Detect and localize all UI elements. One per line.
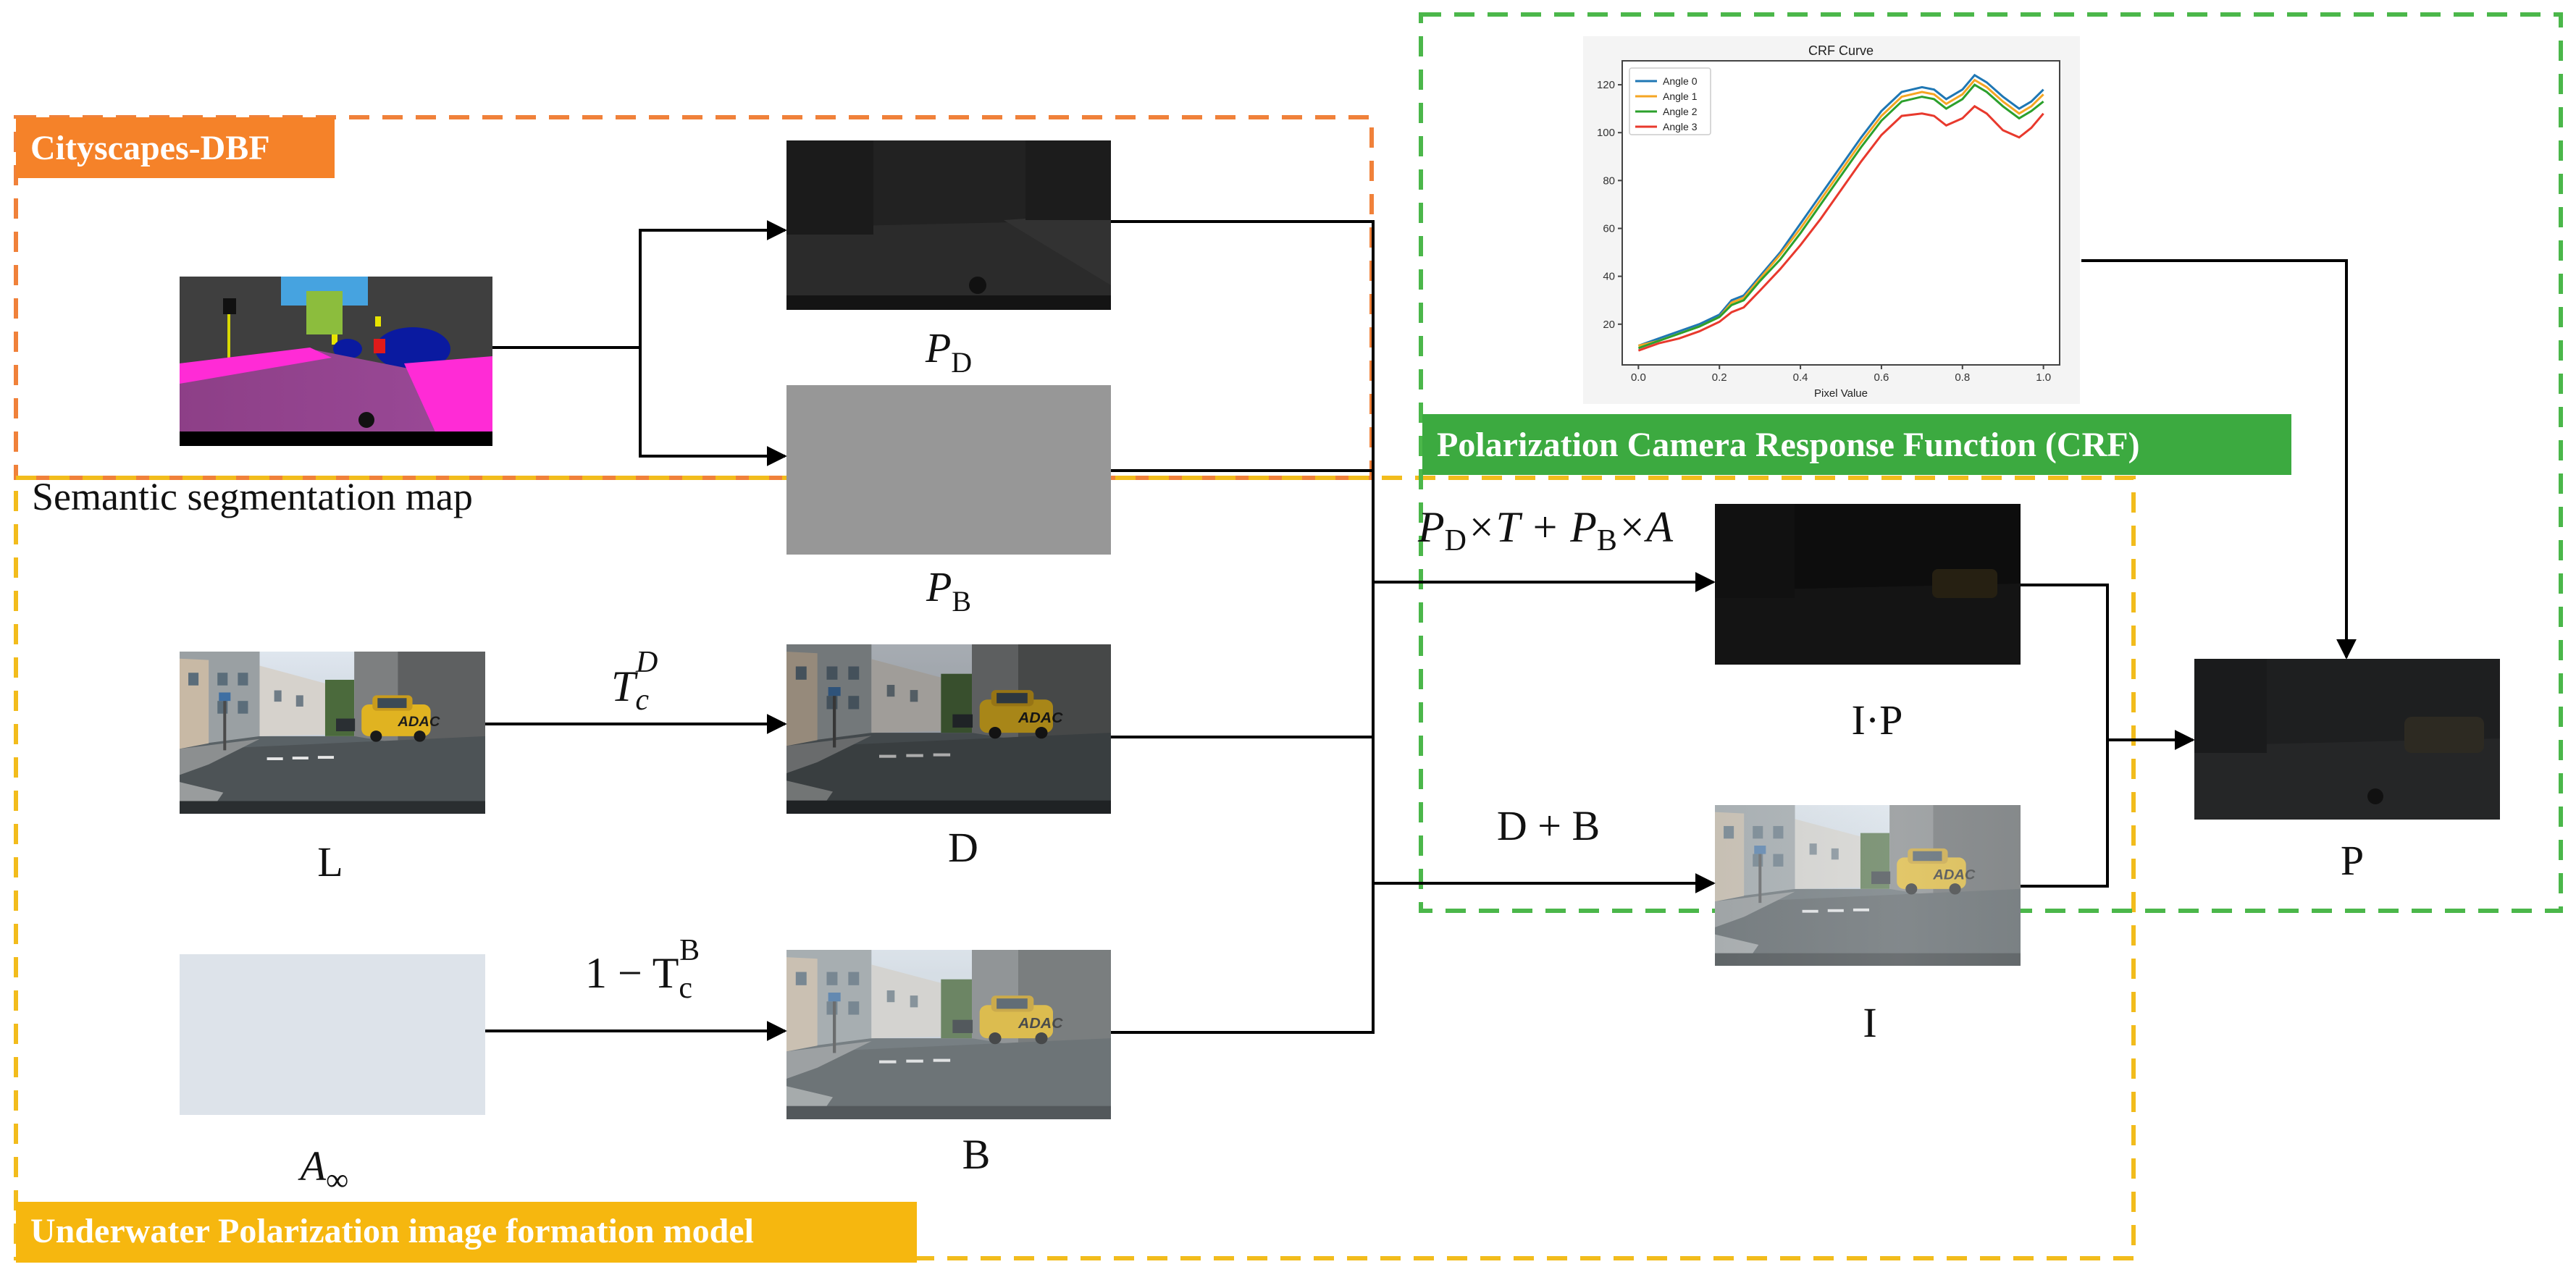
i-image — [1715, 805, 2021, 966]
crf-xtick-label: 0.4 — [1793, 371, 1808, 384]
formula-p1: P — [1417, 503, 1445, 551]
crf-ytick-label: 100 — [1597, 127, 1615, 139]
tcb-label: 1 − TcB — [585, 934, 700, 1005]
crf-ytick-label: 40 — [1603, 271, 1615, 283]
edge-seg-to-pd — [639, 220, 787, 348]
tcd-sub: c — [635, 683, 649, 717]
crf-series-line-3 — [1637, 104, 2044, 352]
segmentation-map-image — [180, 277, 492, 446]
crf-ytick-label: 120 — [1597, 79, 1615, 91]
formation-label-box: Underwater Polarization image formation … — [16, 1202, 917, 1263]
crf-legend-label: Angle 1 — [1663, 90, 1698, 102]
pd-caption-base: P — [925, 324, 951, 371]
crf-chart: CRF Curve Pixel Value 0.0 0.2 0.4 0.6 0.8 1.0… — [1583, 36, 2080, 404]
edge-b-out — [1111, 879, 1375, 1034]
crf-xtick-label: 0.8 — [1955, 371, 1970, 384]
crf-legend-label: Angle 3 — [1663, 121, 1698, 132]
crf-label: Polarization Camera Response Function (C… — [1437, 426, 2140, 464]
crf-label-box: Polarization Camera Response Function (C… — [1422, 414, 2291, 475]
b-image — [786, 950, 1111, 1119]
crf-ytick-label: 20 — [1603, 319, 1615, 331]
crf-series-line-2 — [1637, 83, 2044, 350]
d-caption: D — [948, 824, 978, 871]
cityscapes-label-bg — [16, 117, 335, 178]
crf-series-line-0 — [1637, 73, 2044, 347]
d-plus-b-label: D + B — [1497, 802, 1600, 849]
crf-legend: Angle 0 Angle 1 Angle 2 Angle 3 — [1629, 67, 1711, 135]
crf-ticks: 0.0 0.2 0.4 0.6 0.8 1.0 20 40 60 80 100 120 — [1597, 79, 2051, 384]
formula-m1: ×T + — [1467, 503, 1570, 551]
crf-xtick-label: 0.2 — [1712, 371, 1727, 384]
edge-i-out — [2021, 740, 2109, 888]
crf-lines — [1637, 73, 2044, 352]
edge-ip-out — [2021, 584, 2109, 740]
tcd-base: T — [611, 662, 638, 710]
crf-xtick-label: 0.6 — [1874, 371, 1889, 384]
tcd-label: TcD — [611, 646, 658, 717]
crf-legend-label: Angle 2 — [1663, 106, 1698, 117]
seg-map-caption: Semantic segmentation map — [32, 475, 473, 518]
edge-crf-to-p — [2081, 259, 2357, 660]
p-caption: P — [2341, 837, 2364, 884]
pd-caption: PD — [925, 324, 972, 379]
connectors — [485, 220, 2357, 1041]
cityscapes-label: Cityscapes-DBF — [30, 129, 270, 167]
pb-caption-sub: B — [952, 585, 971, 618]
p-image — [2194, 659, 2500, 820]
cityscapes-label-box: Cityscapes-DBF — [16, 117, 335, 178]
pb-image — [786, 385, 1111, 555]
tcb-sup: B — [679, 934, 700, 967]
edge-seg-to-pb — [639, 348, 787, 466]
a-inf-caption-sub: ∞ — [326, 1162, 348, 1197]
d-image — [786, 644, 1111, 814]
formation-region-frame — [14, 476, 2136, 1260]
tcb-prefix: 1 − T — [585, 949, 679, 997]
formula-m2: ×A — [1617, 503, 1673, 551]
a-inf-image — [180, 954, 485, 1115]
tcb-sub: c — [679, 972, 692, 1005]
ip-caption: I·P — [1852, 696, 1903, 744]
crf-xtick-label: 0.0 — [1631, 371, 1646, 384]
a-inf-caption-base: A — [298, 1142, 327, 1190]
pd-caption-sub: D — [951, 346, 972, 379]
formula-label: PD×T + PB×A — [1417, 503, 1673, 557]
formula-p2: P — [1569, 503, 1597, 551]
pb-caption: PB — [926, 563, 971, 618]
l-caption: L — [317, 838, 343, 885]
tcd-sup: D — [635, 646, 658, 679]
crf-ytick-label: 60 — [1603, 222, 1615, 235]
crf-label-bg — [1422, 414, 2291, 475]
crf-legend-label: Angle 0 — [1663, 75, 1698, 87]
formation-label: Underwater Polarization image formation … — [30, 1212, 754, 1250]
b-caption: B — [962, 1131, 991, 1178]
pd-image — [786, 140, 1111, 310]
pb-caption-base: P — [926, 563, 952, 610]
i-caption: I — [1863, 999, 1876, 1046]
formation-label-bg — [16, 1202, 917, 1263]
formula-s2: B — [1597, 524, 1617, 557]
l-image — [180, 652, 485, 814]
crf-xlabel: Pixel Value — [1814, 387, 1868, 400]
crf-title: CRF Curve — [1808, 43, 1874, 58]
ip-image — [1715, 504, 2021, 665]
edge-pd-out — [1111, 220, 1375, 579]
formula-s1: D — [1445, 524, 1467, 557]
crf-legend-box — [1629, 67, 1711, 135]
crf-xtick-label: 1.0 — [2036, 371, 2051, 384]
crf-ytick-label: 80 — [1603, 174, 1615, 187]
a-inf-caption: A∞ — [298, 1142, 349, 1197]
